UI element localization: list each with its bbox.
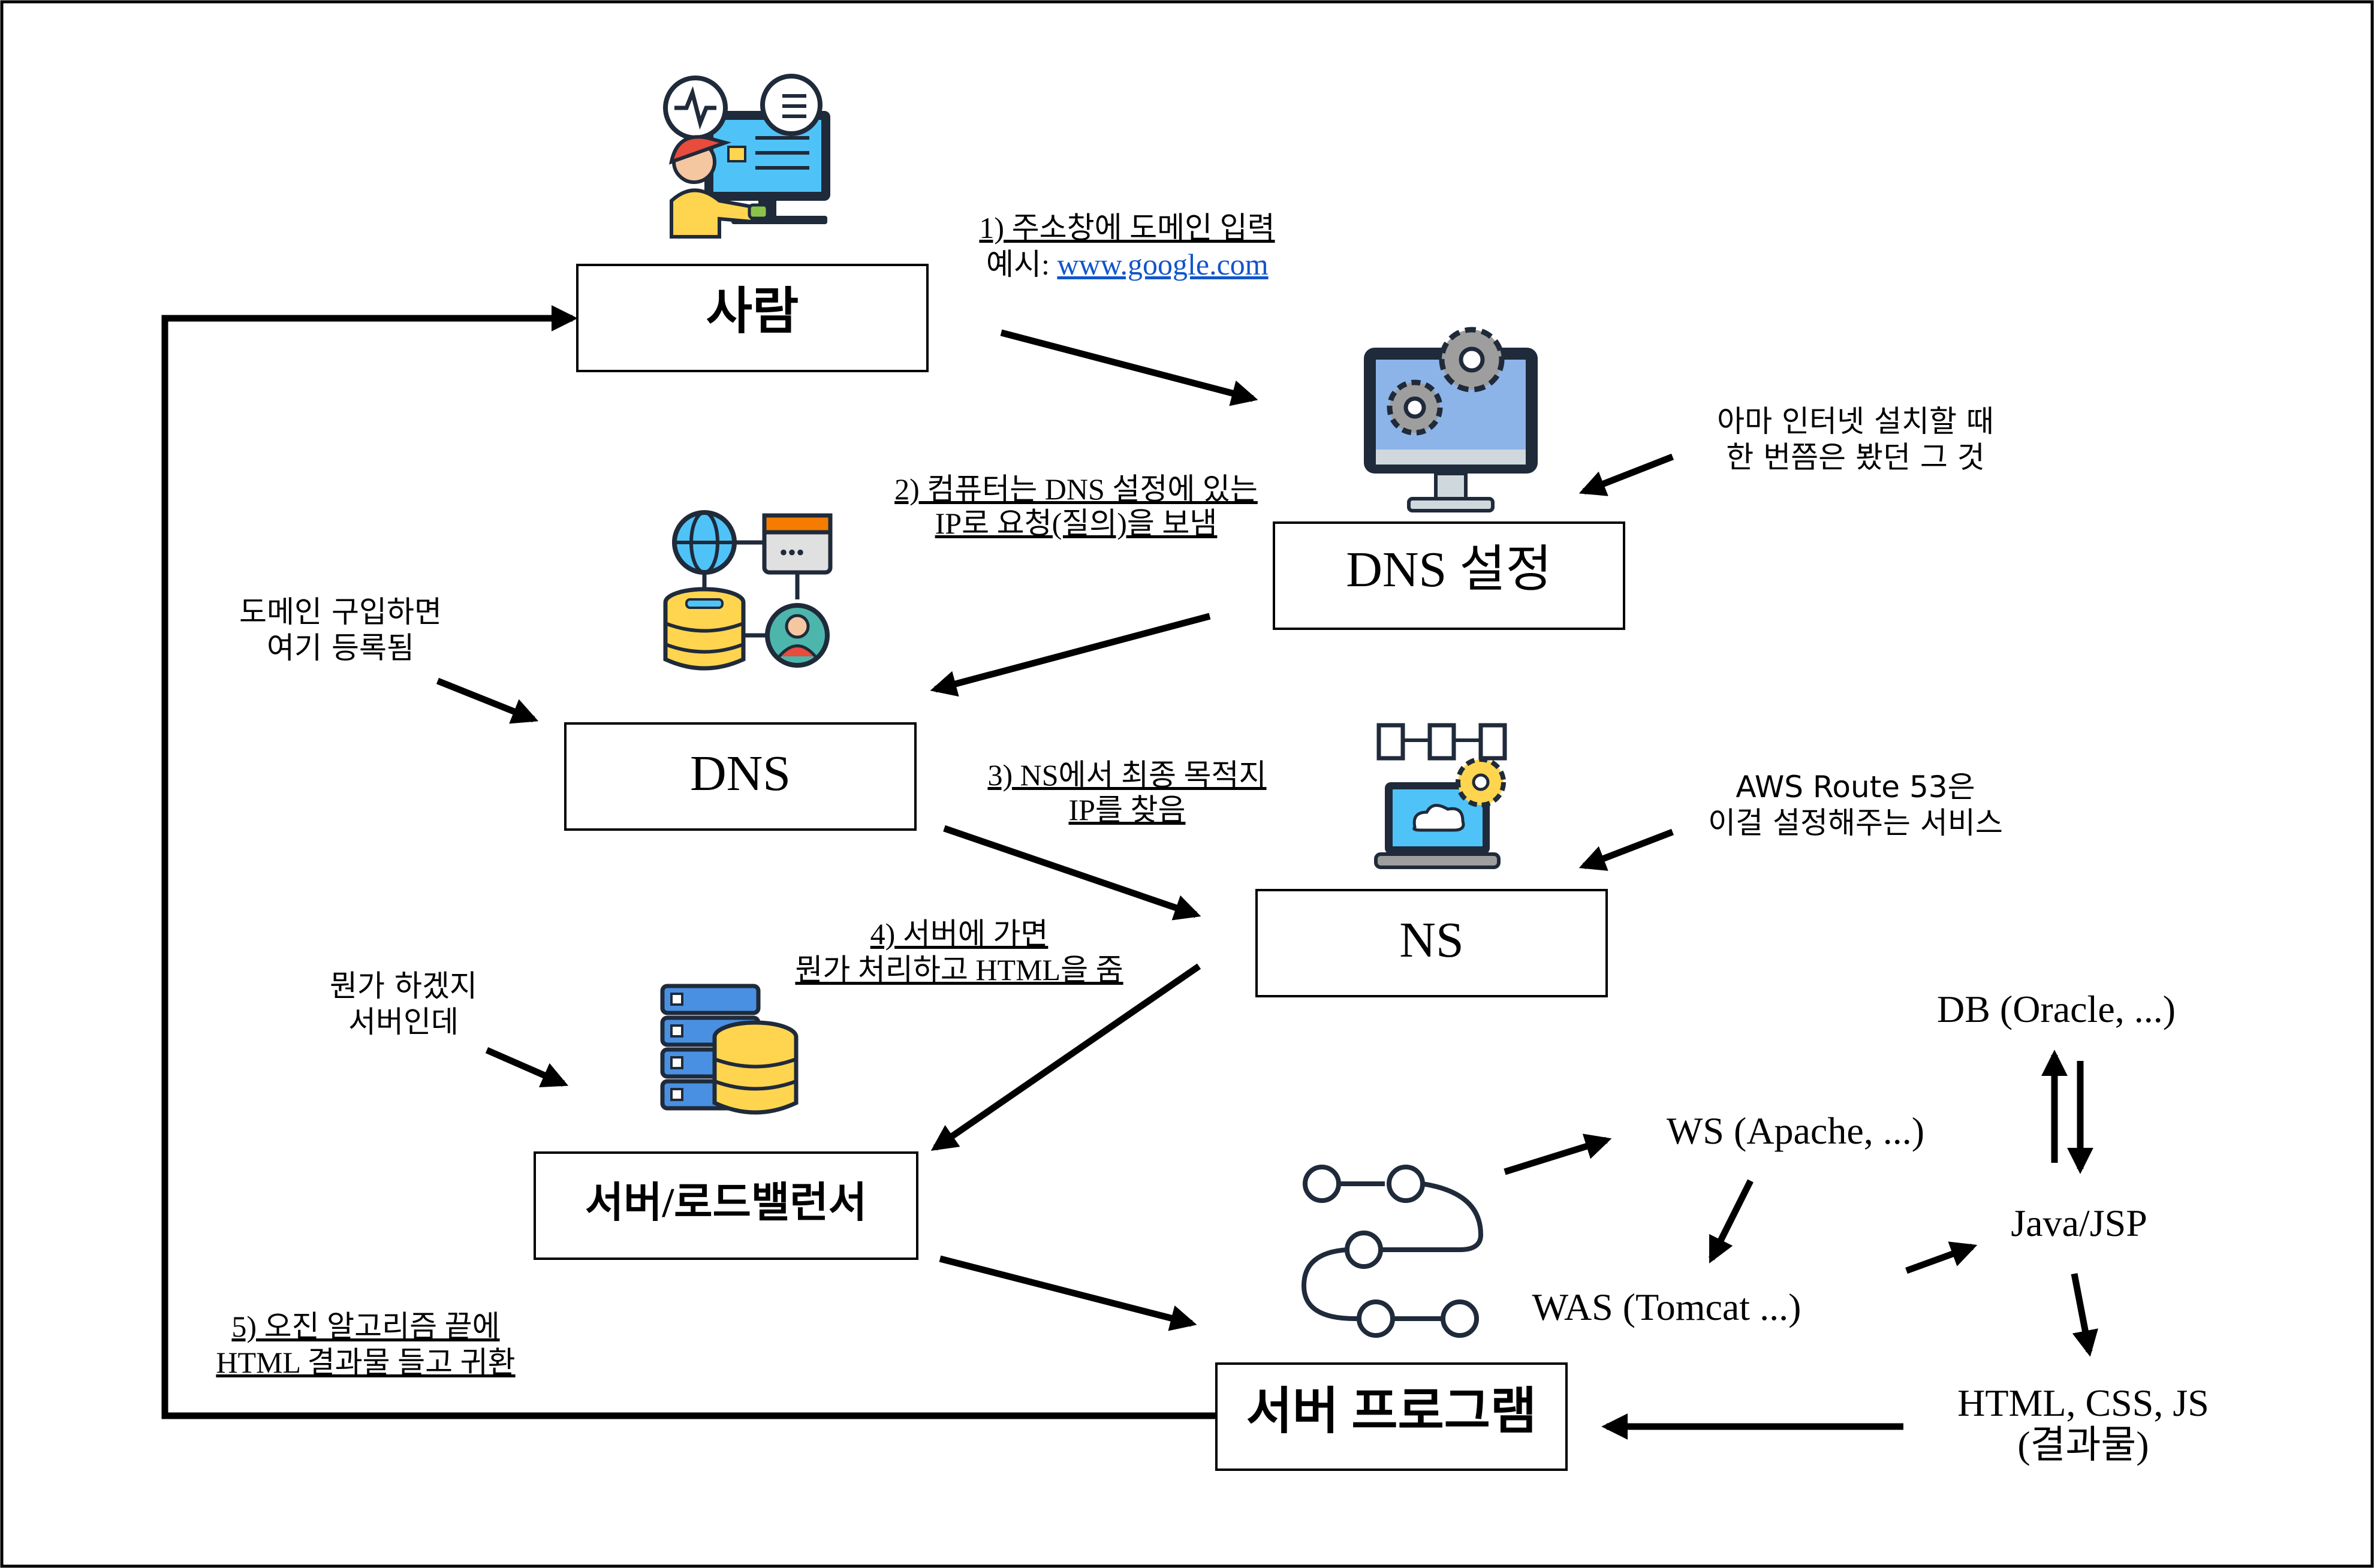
arrow-note-domain	[436, 677, 539, 724]
note-server-2: 서버인데	[348, 1005, 459, 1039]
arrow-ns-to-server	[930, 963, 1201, 1151]
step-3-line-1: 3) NS에서 최종 목적지	[987, 758, 1266, 792]
arrow-note-dns-setting	[1578, 453, 1674, 496]
note-dns-setting-1: 아마 인터넷 설치할 때	[1717, 404, 1994, 439]
laptop-cloud-icon	[1374, 723, 1507, 869]
step-5-line-2: HTML 결과물 들고 귀환	[216, 1346, 515, 1379]
node-server-load-balancer: 서버/로드밸런서	[534, 1151, 918, 1260]
step-1-line-1: 1) 주소창에 도메인 입력	[979, 211, 1275, 245]
svg-text:NS: NS	[1399, 912, 1463, 968]
monitor-gears-icon	[1364, 327, 1538, 512]
arrow-note-aws	[1578, 828, 1674, 871]
note-aws-1: AWS Route 53은	[1736, 770, 1975, 804]
note-aws-2: 이걸 설정해주는 서비스	[1708, 806, 2003, 840]
node-ns: NS	[1255, 889, 1608, 997]
node-dns: DNS	[564, 722, 917, 831]
step-2-line-2: IP로 요청(질의)을 보냄	[935, 506, 1218, 540]
step-4-line-1: 4) 서버에 가면	[870, 917, 1049, 951]
step-3-line-2: IP를 찾음	[1069, 793, 1186, 827]
node-dns-setting: DNS 설정	[1273, 521, 1625, 630]
label-java: Java/JSP	[2011, 1202, 2147, 1244]
arrow-was-to-java	[1905, 1241, 1978, 1274]
note-server-1: 뭔가 하겠지	[330, 969, 477, 1003]
svg-text:DNS 설정: DNS 설정	[1346, 542, 1552, 598]
dns-network-icon: •••	[663, 510, 833, 671]
arrow-person-to-dns-setting	[1000, 329, 1258, 406]
note-dns-setting-2: 한 번쯤은 봤던 그 것	[1726, 440, 1985, 475]
step-1-prefix: 예시:	[986, 248, 1057, 281]
svg-text:•••: •••	[779, 539, 805, 566]
arrow-ws-to-was	[1709, 1179, 1754, 1264]
note-domain-2: 여기 등록됨	[267, 631, 414, 665]
arrow-java-to-result	[2071, 1273, 2098, 1357]
step-4-line-2: 뭔가 처리하고 HTML을 줌	[795, 953, 1123, 987]
svg-text:서버/로드밸런서: 서버/로드밸런서	[585, 1180, 867, 1226]
example-link[interactable]: www.google.com	[1057, 248, 1268, 281]
label-was: WAS (Tomcat ...)	[1532, 1286, 1801, 1328]
svg-text:서버 프로그램: 서버 프로그램	[1246, 1384, 1537, 1440]
label-result-1: HTML, CSS, JS	[1957, 1382, 2209, 1424]
svg-text:DNS: DNS	[690, 746, 791, 801]
workflow-icon	[1301, 1165, 1484, 1338]
label-ws: WS (Apache, ...)	[1667, 1109, 1924, 1152]
step-1-line-2: 예시: www.google.com	[986, 248, 1269, 281]
person-computer-icon	[663, 74, 830, 239]
arrow-workflow-to-ws	[1504, 1133, 1612, 1175]
svg-text:사람: 사람	[706, 284, 799, 340]
label-result-2: (결과물)	[2017, 1424, 2149, 1466]
node-server-program: 서버 프로그램	[1215, 1362, 1568, 1471]
node-person: 사람	[576, 264, 929, 372]
label-db: DB (Oracle, ...)	[1937, 988, 2176, 1030]
arrow-return-to-person	[161, 305, 1216, 1419]
arrow-note-server	[485, 1047, 569, 1088]
arrow-server-to-program	[939, 1255, 1197, 1331]
step-5-line-1: 5) 오진 알고리즘 끝에	[231, 1310, 499, 1343]
step-2-line-1: 2) 컴퓨터는 DNS 설정에 있는	[894, 472, 1258, 506]
note-domain-1: 도메인 구입하면	[239, 595, 442, 629]
arrow-dns-to-ns	[943, 825, 1201, 921]
arrow-dns-setting-to-dns	[930, 613, 1211, 697]
server-database-icon	[660, 984, 799, 1115]
